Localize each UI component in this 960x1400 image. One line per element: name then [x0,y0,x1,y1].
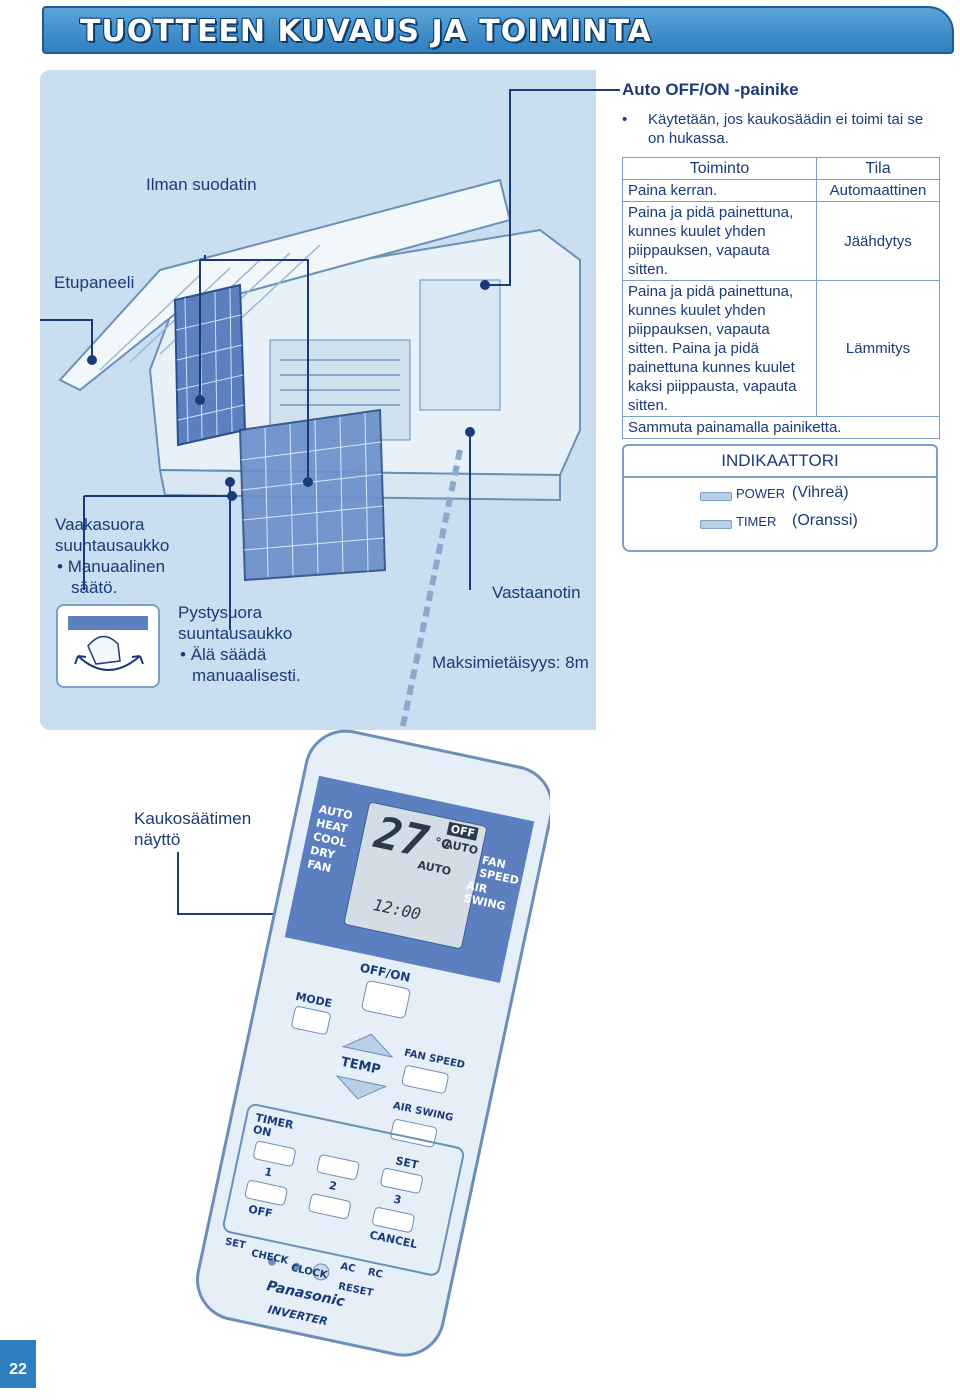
remote-timer-label: TIMER ON [251,1111,295,1140]
page-title: TUOTTEEN KUVAUS JA TOIMINTA [80,14,652,49]
page-number: 22 [0,1340,36,1388]
remote-temp-label: TEMP [339,1054,382,1078]
table-row: Sammuta painamalla painiketta. [622,416,940,439]
table-row: Paina ja pidä painettuna, kunnes kuulet … [622,280,940,417]
remote-rc-label: RC [366,1266,384,1281]
vane-adjust-illustration [56,604,160,688]
remote-key-3: 3 [392,1192,403,1207]
auto-button-heading: Auto OFF/ON -painike [622,80,799,99]
remote-off-label: OFF [247,1202,274,1221]
remote-display-label: Kaukosäätimen näyttö [134,809,252,849]
table-header-state: Tila [816,157,940,180]
remote-control [195,729,550,1357]
remote-auto2: AUTO [416,858,453,879]
air-filter-label: Ilman suodatin [146,175,257,194]
remote-offon-label: OFF/ON [358,960,412,985]
indoor-unit-illustration [40,89,620,730]
remote-air-swing-btn-label: AIR SWING [391,1100,455,1124]
remote-ac-label: AC [339,1261,357,1275]
receiver-label: Vastaanotin [492,583,581,602]
auto-button-note: • Käytetään, jos kaukosäädin ei toimi ta… [622,111,924,147]
remote-set2-label: SET [223,1236,247,1252]
front-panel-label: Etupaneeli [54,273,135,292]
indicator-title: INDIKAATTORI [622,444,938,478]
auto-button-table: Toiminto Tila Paina kerran. Automaattine… [622,157,940,439]
table-row: Paina kerran. Automaattinen [622,179,940,202]
remote-key-1: 1 [263,1165,274,1180]
remote-clock: 12:00 [371,895,423,924]
table-row: Paina ja pidä painettuna, kunnes kuulet … [622,201,940,281]
remote-fan-speed-btn-label: FAN SPEED [403,1047,466,1072]
remote-set-label: SET [394,1154,420,1172]
remote-cancel-label: CANCEL [368,1228,419,1252]
table-header-action: Toiminto [622,157,817,180]
timer-lamp-icon [700,520,732,529]
horizontal-vane-label: Vaakasuora suuntausaukko • Manuaalinen s… [55,515,170,597]
vertical-vane-label: Pystysuora suuntausaukko • Älä säädä man… [178,603,301,685]
hand-adjust-icon [68,616,148,671]
remote-mode-label: MODE [294,989,334,1011]
remote-check-label: CHECK [250,1248,290,1267]
remote-mode-list: AUTO HEAT COOL DRY FAN [306,802,354,876]
remote-key-2: 2 [327,1178,338,1194]
remote-inverter-logo: INVERTER [266,1302,329,1329]
max-distance-label: Maksimietäisyys: 8m [432,653,589,672]
remote-clock-label: CLOCK [289,1262,329,1282]
indicator-box: POWER (Vihreä) TIMER (Oranssi) [622,476,938,552]
title-banner: TUOTTEEN KUVAUS JA TOIMINTA [42,6,954,54]
power-lamp-icon [700,492,732,501]
